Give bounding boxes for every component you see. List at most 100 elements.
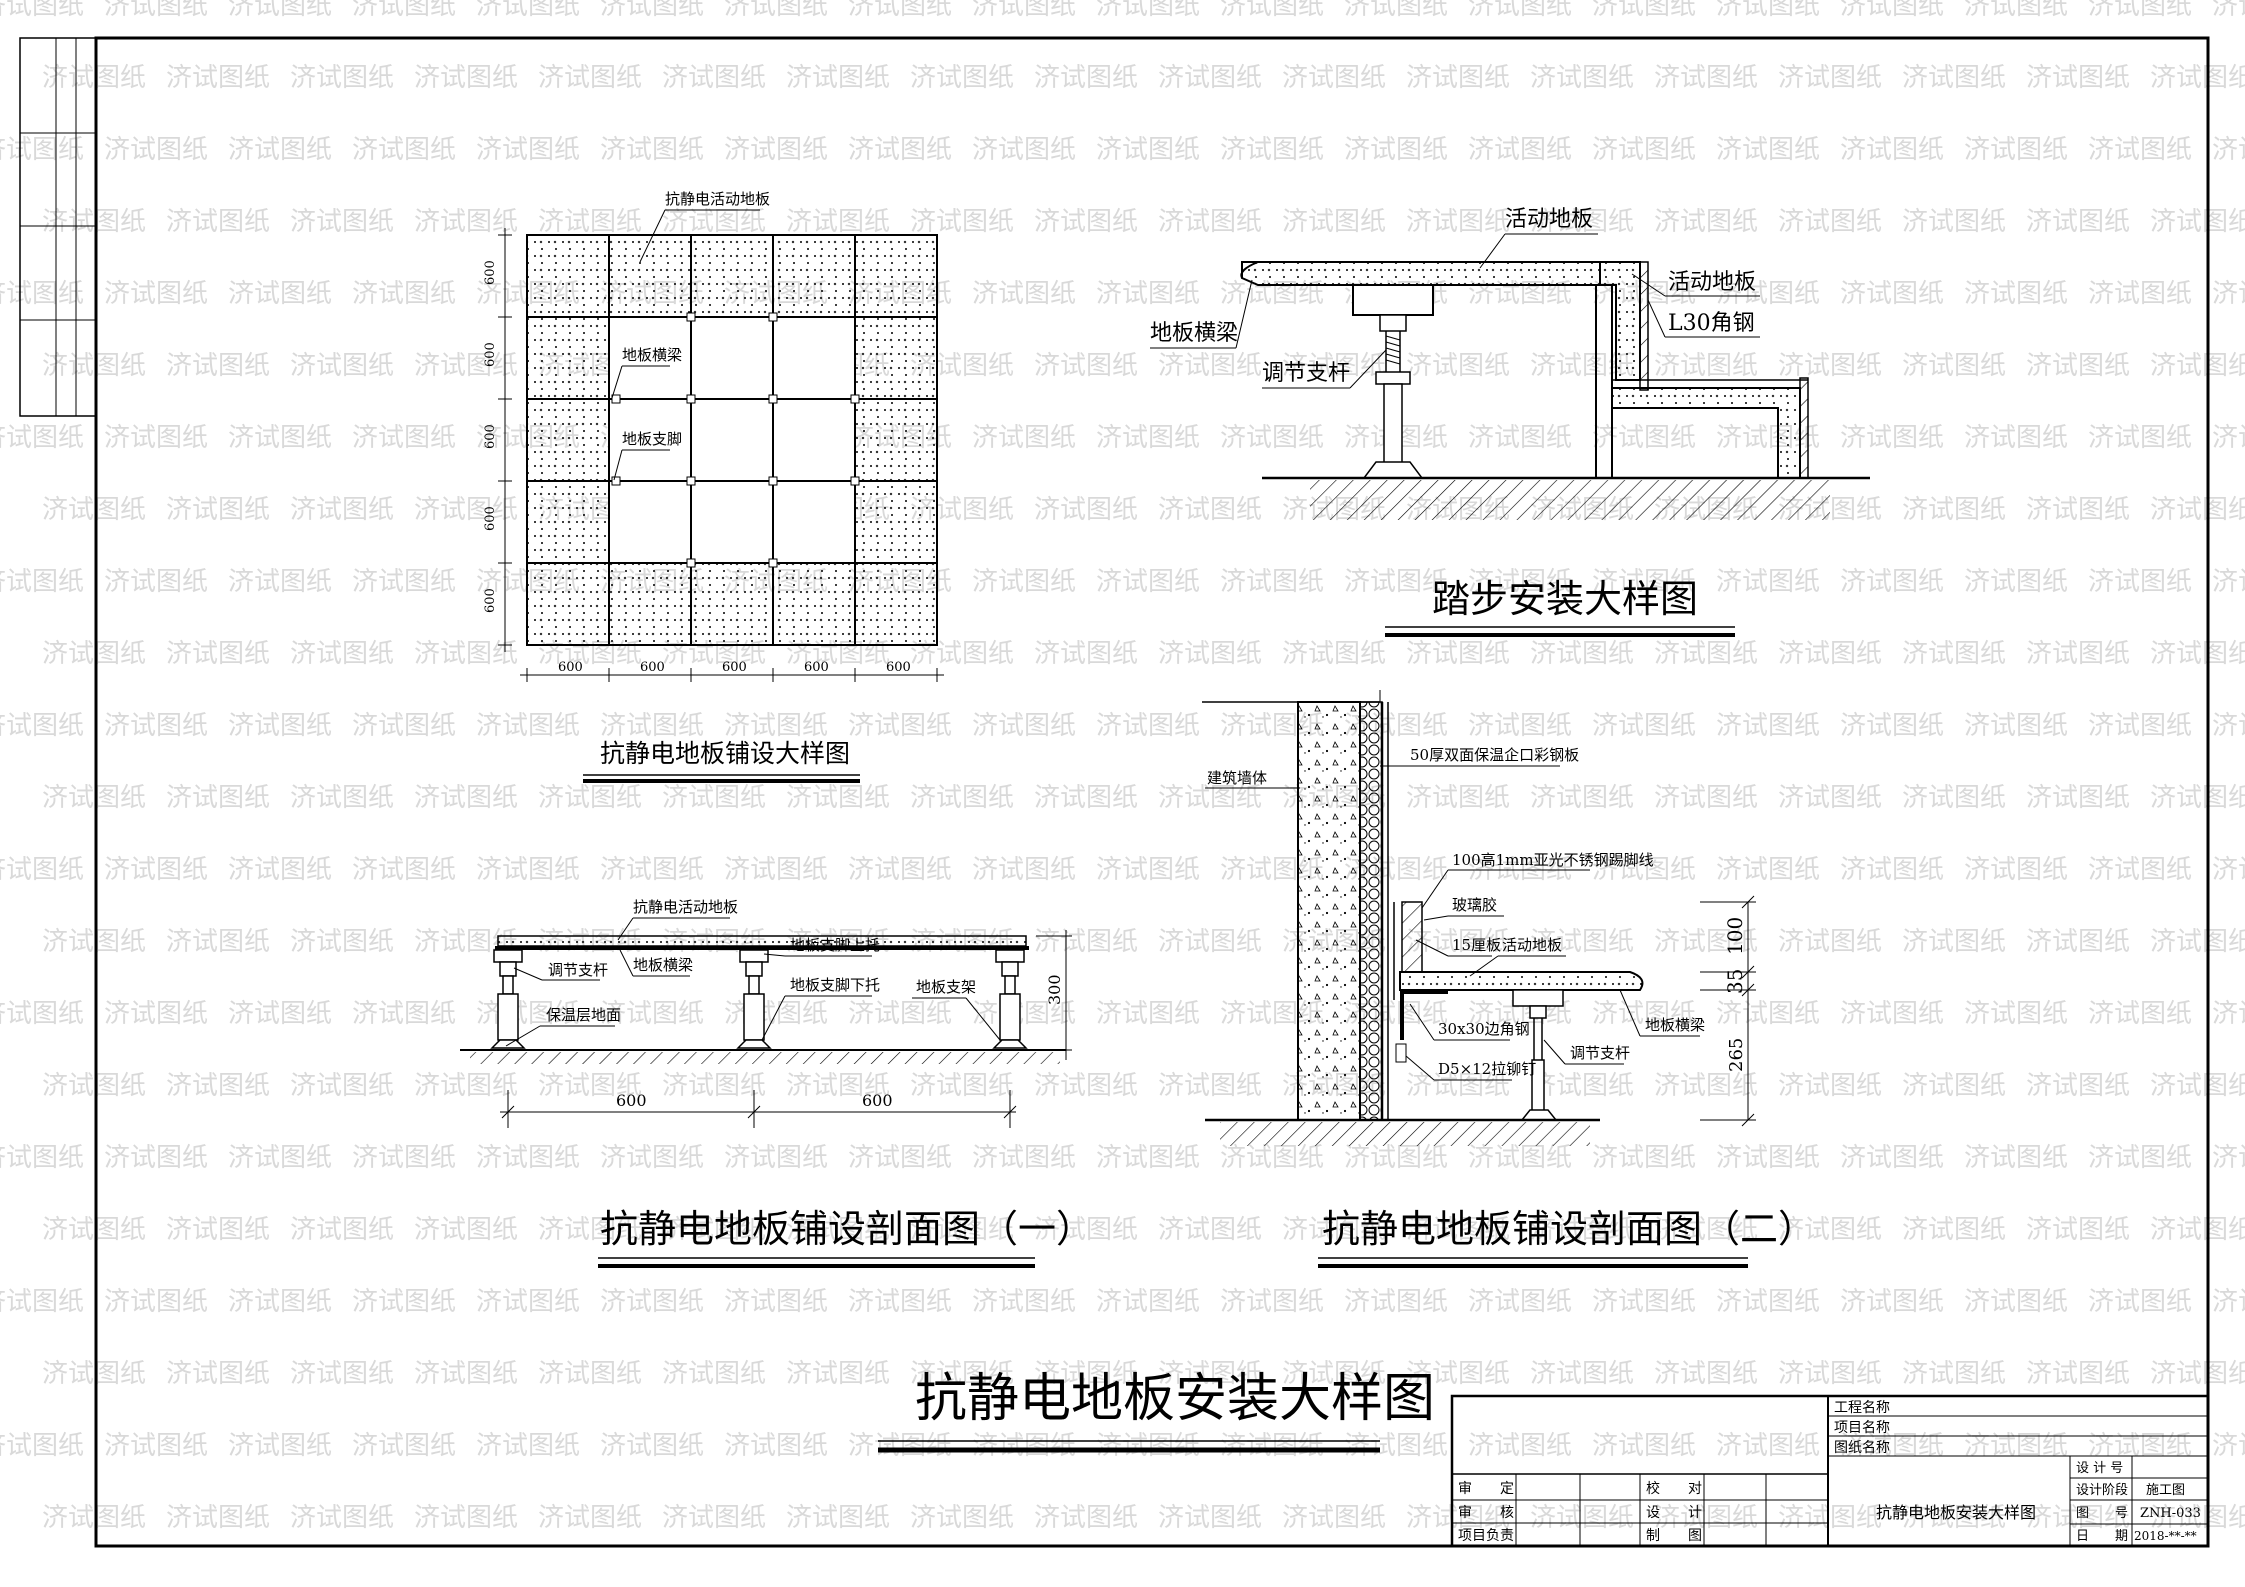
watermark-text: 济试图纸	[476, 855, 580, 885]
watermark-text: 济试图纸	[42, 351, 146, 381]
watermark-text: 济试图纸	[2150, 207, 2245, 237]
watermark-text: 济试图纸	[662, 783, 766, 813]
watermark-text: 济试图纸	[724, 135, 828, 165]
tb-item-name-label: 项目名称	[1834, 1420, 1890, 1436]
plan-dim-h-1: 600	[558, 660, 583, 675]
watermark-text: 济试图纸	[724, 0, 828, 21]
watermark-text: 济试图纸	[1592, 855, 1696, 885]
watermark-text: 济试图纸	[1592, 423, 1696, 453]
tb-row2-b: 设 计	[1646, 1505, 1702, 1521]
watermark-text: 济试图纸	[848, 999, 952, 1029]
watermark-text: 济试图纸	[2088, 1143, 2192, 1173]
watermark-text: 济试图纸	[42, 63, 146, 93]
s1-dim-2: 600	[862, 1091, 893, 1110]
watermark-text: 济试图纸	[476, 999, 580, 1029]
watermark-text: 济试图纸	[1778, 63, 1882, 93]
watermark-text: 济试图纸	[724, 1431, 828, 1461]
tb-right2-k: 设计阶段	[2076, 1483, 2128, 1498]
watermark-text: 济试图纸	[1840, 0, 1944, 21]
title-block-text: 工程名称 项目名称 图纸名称 抗静电地板安装大样图 审 定 校 对 审 核 设 …	[1458, 1400, 2201, 1544]
watermark-text: 济试图纸	[1034, 63, 1138, 93]
watermark-text: 济试图纸	[2088, 567, 2192, 597]
watermark-text: 济试图纸	[1158, 1503, 1262, 1533]
watermark-text: 济试图纸	[1654, 1359, 1758, 1389]
watermark-text: 济试图纸	[228, 135, 332, 165]
watermark-text: 济试图纸	[724, 1143, 828, 1173]
watermark-text: 济试图纸	[166, 1503, 270, 1533]
watermark-text: 济试图纸	[662, 1503, 766, 1533]
watermark-text: 济试图纸	[1158, 927, 1262, 957]
watermark-text: 济试图纸	[414, 495, 518, 525]
watermark-text: 济试图纸	[2212, 855, 2245, 885]
watermark-text: 济试图纸	[2088, 855, 2192, 885]
watermark-text: 济试图纸	[1716, 0, 1820, 21]
watermark-text: 济试图纸	[2212, 0, 2245, 21]
watermark-text: 济试图纸	[1468, 1431, 1572, 1461]
watermark-text: 济试图纸	[1778, 783, 1882, 813]
watermark-text: 济试图纸	[2026, 351, 2130, 381]
step-detail: 活动地板 活动地板 L30角钢 地板横梁 调节支杆 踏步安装大样图	[1150, 207, 1870, 637]
watermark-text: 济试图纸	[1406, 63, 1510, 93]
watermark-text: 济试图纸	[1964, 711, 2068, 741]
watermark-text: 济试图纸	[538, 1359, 642, 1389]
watermark-text: 济试图纸	[1530, 639, 1634, 669]
watermark-text: 济试图纸	[1468, 0, 1572, 21]
watermark-text: 济试图纸	[848, 1287, 952, 1317]
watermark-text: 济试图纸	[414, 639, 518, 669]
watermark-text: 济试图纸	[414, 207, 518, 237]
watermark-text: 济试图纸	[600, 999, 704, 1029]
watermark-text: 济试图纸	[1840, 135, 1944, 165]
watermark-text: 济试图纸	[352, 711, 456, 741]
watermark-text: 济试图纸	[42, 207, 146, 237]
watermark-text: 济试图纸	[1096, 423, 1200, 453]
s2-dim-100: 100	[1723, 917, 1747, 955]
watermark-text: 济试图纸	[1406, 207, 1510, 237]
watermark-text: 济试图纸	[972, 1431, 1076, 1461]
watermark-text: 济试图纸	[1220, 1431, 1324, 1461]
watermark-text: 济试图纸	[1840, 855, 1944, 885]
watermark-text: 济试图纸	[0, 0, 84, 21]
watermark-text: 济试图纸	[1778, 351, 1882, 381]
watermark-text: 济试图纸	[2026, 1359, 2130, 1389]
watermark-text: 济试图纸	[2088, 423, 2192, 453]
watermark-text: 济试图纸	[1034, 1359, 1138, 1389]
section-two: 100 35 265 建筑墙体 50厚双面保温企口彩钢板 100高1mm亚光不锈…	[1202, 690, 1816, 1268]
watermark-text: 济试图纸	[1406, 1215, 1510, 1245]
watermark-text: 济试图纸	[2088, 0, 2192, 21]
watermark-text: 济试图纸	[972, 279, 1076, 309]
watermark-text: 济试图纸	[414, 1215, 518, 1245]
watermark-text: 济试图纸	[1096, 567, 1200, 597]
watermark-text: 济试图纸	[2026, 63, 2130, 93]
watermark-text: 济试图纸	[166, 1359, 270, 1389]
watermark-text: 济试图纸	[1654, 1215, 1758, 1245]
s1-dim-1: 600	[616, 1091, 647, 1110]
plan-label-panel: 抗静电活动地板	[665, 190, 770, 208]
watermark-text: 济试图纸	[1654, 927, 1758, 957]
watermark-text: 济试图纸	[2026, 495, 2130, 525]
watermark-text: 济试图纸	[1468, 567, 1572, 597]
watermark-text: 济试图纸	[352, 279, 456, 309]
watermark-text: 济试图纸	[290, 639, 394, 669]
tb-project-name-label: 工程名称	[1834, 1400, 1890, 1416]
watermark-text: 济试图纸	[42, 927, 146, 957]
watermark-text: 济试图纸	[414, 783, 518, 813]
watermark-text: 济试图纸	[1964, 999, 2068, 1029]
watermark-text: 济试图纸	[1902, 351, 2006, 381]
watermark-text: 济试图纸	[104, 999, 208, 1029]
watermark-text: 济试图纸	[1406, 1503, 1510, 1533]
watermark-text: 济试图纸	[972, 423, 1076, 453]
watermark-text: 济试图纸	[786, 207, 890, 237]
watermark-text: 济试图纸	[786, 1359, 890, 1389]
watermark-text: 济试图纸	[1592, 1287, 1696, 1317]
watermark-text: 济试图纸	[1468, 135, 1572, 165]
watermark-text: 济试图纸	[290, 1215, 394, 1245]
s1-label-panel: 抗静电活动地板	[633, 898, 738, 916]
watermark-text: 济试图纸	[104, 1143, 208, 1173]
watermark-text: 济试图纸	[1778, 639, 1882, 669]
watermark-text: 济试图纸	[0, 1143, 84, 1173]
plan-dim-h-2: 600	[640, 660, 665, 675]
watermark-text: 济试图纸	[1220, 567, 1324, 597]
watermark-text: 济试图纸	[1158, 495, 1262, 525]
watermark-text: 济试图纸	[1530, 783, 1634, 813]
watermark-text: 济试图纸	[1902, 1215, 2006, 1245]
